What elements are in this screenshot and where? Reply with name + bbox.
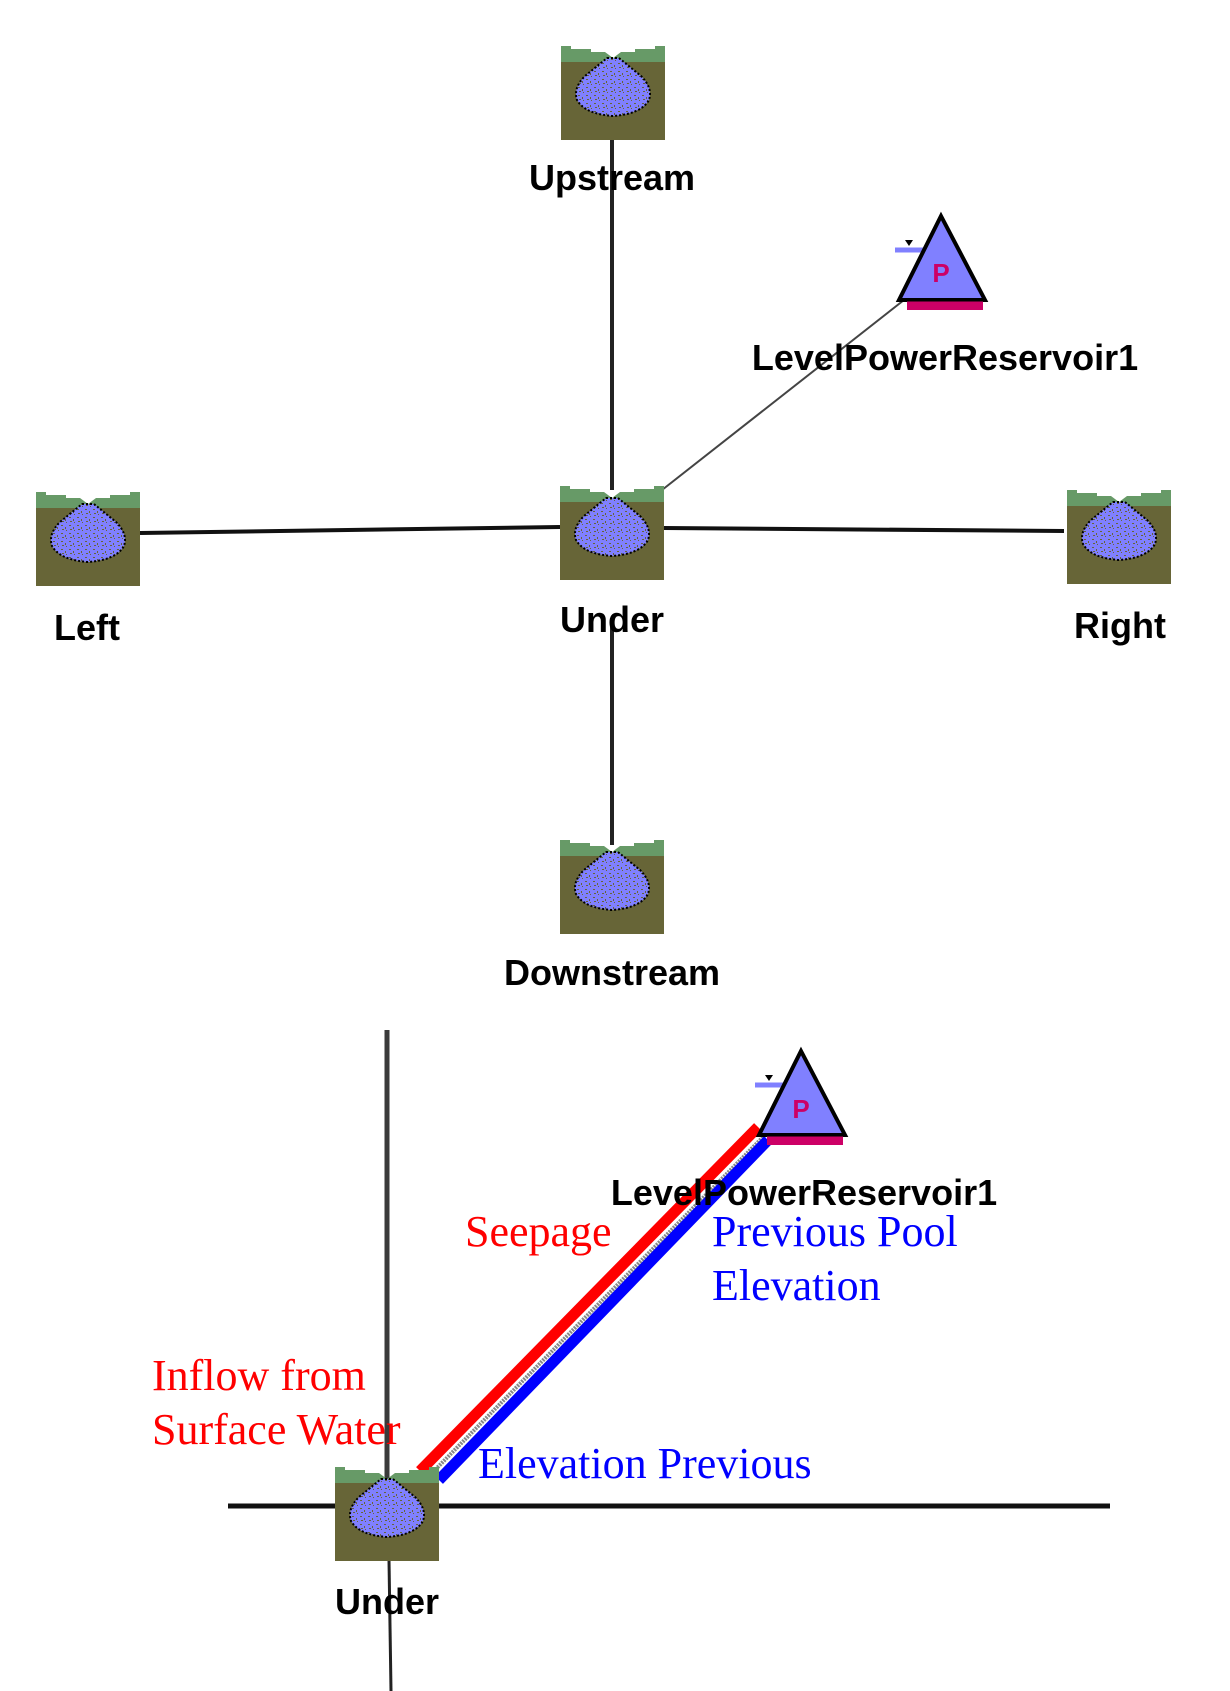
- node-label-upstream: Upstream: [529, 157, 695, 198]
- link-elevation-blue: [435, 1136, 772, 1484]
- node-under[interactable]: Under: [559, 485, 665, 640]
- link-vertical-lower[interactable]: [387, 1559, 393, 1691]
- node-label-under-zoomed: Under: [335, 1581, 439, 1622]
- reservoir-glyph: P: [792, 1094, 809, 1124]
- reservoir-glyph: P: [932, 258, 949, 288]
- node-label-under: Under: [560, 599, 664, 640]
- node-label-right: Right: [1074, 605, 1166, 646]
- node-right[interactable]: Right: [1066, 489, 1172, 646]
- node-label-left: Left: [54, 607, 120, 648]
- node-label-reservoir-zoomed: LevelPowerReservoir1: [611, 1172, 997, 1213]
- link-under-reservoir-highlight[interactable]: [416, 1123, 772, 1484]
- node-label-downstream: Downstream: [504, 952, 720, 993]
- node-label-reservoir: LevelPowerReservoir1: [752, 337, 1138, 378]
- node-upstream[interactable]: Upstream: [529, 45, 695, 198]
- node-under-zoomed[interactable]: Under: [334, 1466, 440, 1622]
- top-diagram: Upstream P LevelPowerReservoir1 Left Und…: [35, 45, 1172, 993]
- node-reservoir-zoomed[interactable]: P LevelPowerReservoir1: [611, 1051, 997, 1213]
- groundwater-storage-icon: [559, 839, 665, 935]
- link-left-under[interactable]: [139, 525, 561, 535]
- node-downstream[interactable]: Downstream: [504, 839, 720, 993]
- annotation-inflow-line1: Inflow from: [152, 1351, 366, 1400]
- annotation-elevation-previous: Elevation Previous: [478, 1439, 812, 1488]
- groundwater-storage-icon: [35, 491, 141, 587]
- bottom-diagram: Under P LevelPowerReservoir1 Seepage Inf…: [152, 1030, 1110, 1691]
- link-seepage-red: [416, 1123, 762, 1475]
- node-reservoir[interactable]: P LevelPowerReservoir1: [752, 216, 1138, 378]
- annotation-seepage: Seepage: [465, 1207, 612, 1256]
- groundwater-storage-icon: [1066, 489, 1172, 585]
- link-under-reservoir[interactable]: [661, 299, 905, 491]
- link-core-gray: [427, 1132, 768, 1478]
- node-left[interactable]: Left: [35, 491, 141, 648]
- annotation-prev-pool-line1: Previous Pool: [712, 1207, 958, 1256]
- link-under-right[interactable]: [663, 526, 1065, 533]
- annotation-prev-pool-line2: Elevation: [712, 1261, 881, 1310]
- groundwater-storage-icon: [559, 485, 665, 581]
- groundwater-storage-icon: [334, 1466, 440, 1562]
- annotation-inflow-line2: Surface Water: [152, 1405, 401, 1454]
- groundwater-storage-icon: [560, 45, 666, 141]
